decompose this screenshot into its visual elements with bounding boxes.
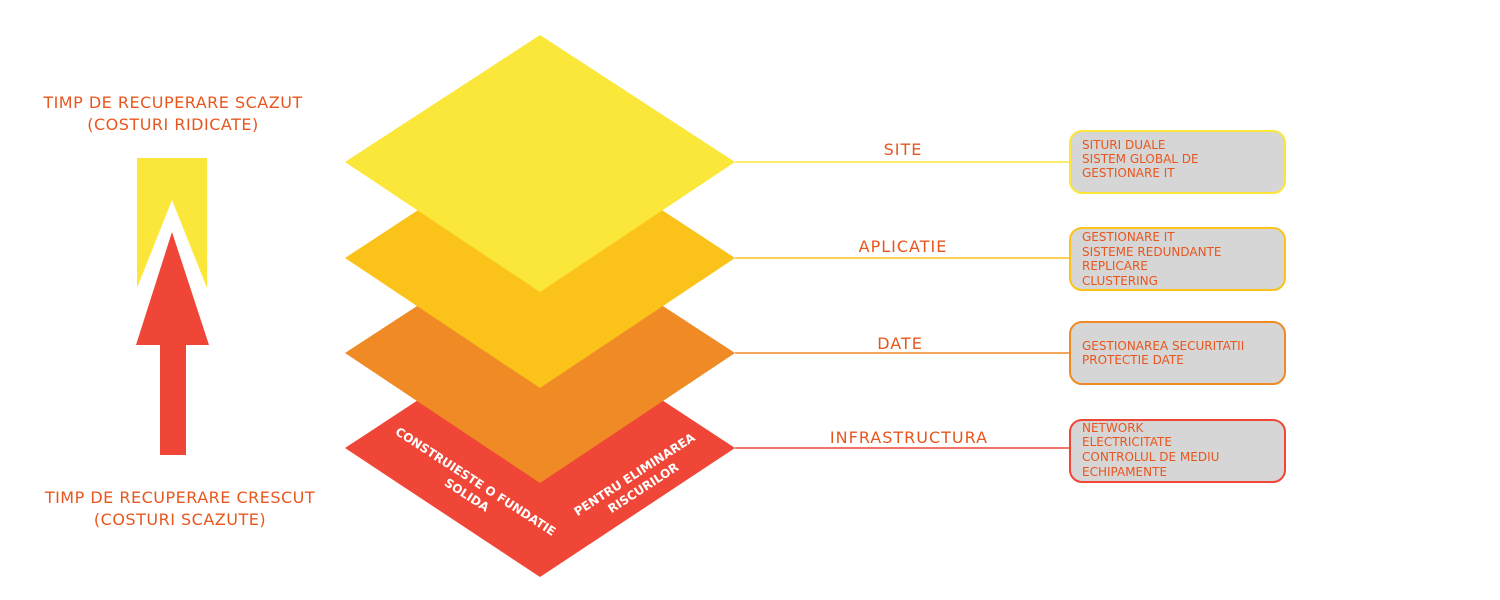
top-caption-line1: TIMP DE RECUPERARE SCAZUT	[42, 93, 302, 112]
arrow-yellow-part	[137, 158, 207, 288]
arrow-up-icon	[136, 158, 209, 455]
box-aplicatie-item-0: GESTIONARE IT	[1082, 230, 1175, 244]
layer-label-aplicatie: APLICATIE	[859, 237, 948, 256]
box-aplicatie-item-1: SISTEME REDUNDANTE	[1082, 245, 1221, 259]
box-date-item-0: GESTIONAREA SECURITATII	[1082, 339, 1244, 353]
box-site-item-0: SITURI DUALE	[1082, 138, 1165, 152]
layer-diamond-site	[345, 35, 735, 292]
info-box-aplicatie	[1069, 227, 1286, 291]
layer-label-date: DATE	[877, 334, 923, 353]
box-infrastructura-item-0: NETWORK	[1082, 421, 1145, 435]
box-aplicatie-item-3: CLUSTERING	[1082, 274, 1158, 288]
top-caption-line2: (COSTURI RIDICATE)	[87, 115, 258, 134]
box-date-item-1: PROTECTIE DATE	[1082, 353, 1184, 367]
box-infrastructura-item-1: ELECTRICITATE	[1082, 435, 1172, 449]
box-infrastructura-item-3: ECHIPAMENTE	[1082, 465, 1167, 479]
box-site-item-1: SISTEM GLOBAL DE	[1082, 152, 1199, 166]
box-site-item-2: GESTIONARE IT	[1082, 166, 1175, 180]
box-aplicatie-item-2: REPLICARE	[1082, 259, 1148, 273]
info-box-infrastructura	[1069, 419, 1286, 483]
bottom-caption-line2: (COSTURI SCAZUTE)	[94, 510, 266, 529]
bottom-caption-line1: TIMP DE RECUPERARE CRESCUT	[44, 488, 315, 507]
info-box-date	[1069, 321, 1286, 385]
box-infrastructura-item-2: CONTROLUL DE MEDIU	[1082, 450, 1219, 464]
layer-label-infrastructura: INFRASTRUCTURA	[830, 428, 988, 447]
arrow-red-part	[136, 232, 209, 455]
layer-label-site: SITE	[884, 140, 923, 159]
info-box-site	[1069, 130, 1286, 194]
